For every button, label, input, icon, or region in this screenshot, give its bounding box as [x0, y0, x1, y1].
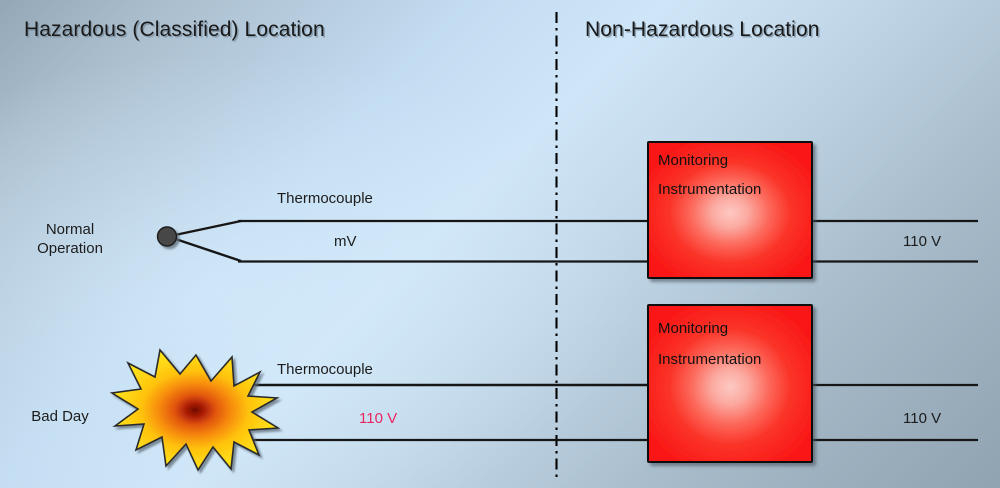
- row-label-bad-day: Bad Day: [31, 408, 89, 425]
- instrument-box-bad-day: [647, 304, 813, 463]
- row-normal-operation-wires: [167, 219, 978, 263]
- row-label-normal-operation-line2: Operation: [37, 240, 103, 257]
- title-hazardous-location: Hazardous (Classified) Location: [24, 18, 325, 41]
- wire-label-normal-mv: mV: [334, 233, 357, 250]
- row-bad-day-wires: [212, 383, 978, 442]
- title-non-hazardous-location: Non-Hazardous Location: [585, 18, 820, 41]
- instrument-label-bad-line1: Monitoring: [658, 320, 729, 337]
- output-label-bad-110v: 110 V: [903, 410, 942, 427]
- explosion-burst-icon: [109, 348, 281, 472]
- instrument-box-normal: [647, 141, 813, 279]
- thermocouple-junction-dot: [156, 226, 178, 247]
- wire-label-bad-110v: 110 V: [359, 410, 398, 427]
- wire-normal-upper-splay: [167, 219, 242, 238]
- instrument-label-bad-line2: Instrumentation: [658, 351, 762, 368]
- instrument-label-normal-line2: Instrumentation: [658, 181, 762, 198]
- output-label-normal-110v: 110 V: [903, 233, 942, 250]
- wire-label-bad-thermocouple: Thermocouple: [277, 361, 373, 378]
- row-label-normal-operation-line1: Normal: [45, 221, 95, 238]
- instrument-label-normal-line1: Monitoring: [658, 152, 729, 169]
- wire-label-normal-thermocouple: Thermocouple: [277, 190, 373, 207]
- wire-normal-lower-splay: [167, 235, 242, 263]
